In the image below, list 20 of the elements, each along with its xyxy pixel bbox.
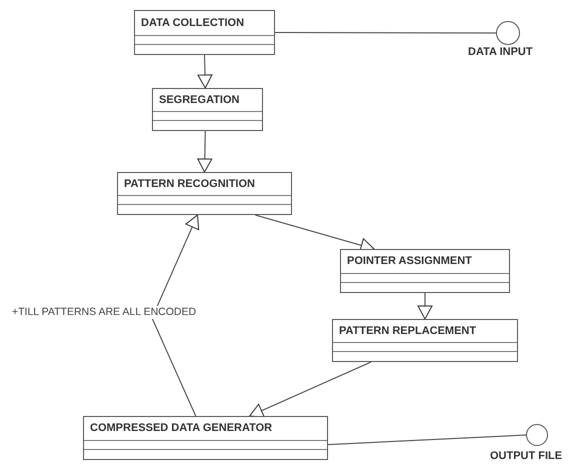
edge-label: +TILL PATTERNS ARE ALL ENCODED bbox=[12, 306, 196, 319]
class-box bbox=[152, 88, 263, 131]
class-name: SEGREGATION bbox=[159, 92, 240, 108]
connector-arrow bbox=[418, 292, 432, 320]
class-name: PATTERN REPLACEMENT bbox=[339, 324, 476, 339]
connector-arrow bbox=[249, 362, 372, 418]
connector-arrow bbox=[197, 54, 212, 88]
class-name: COMPRESSED DATA GENERATOR bbox=[90, 421, 272, 436]
connector-arrow bbox=[151, 214, 200, 416]
class-box bbox=[340, 249, 510, 293]
connector-arrow bbox=[197, 130, 212, 172]
class-box bbox=[332, 319, 518, 362]
class-box bbox=[83, 416, 328, 460]
class-name: POINTER ASSIGNMENT bbox=[347, 254, 472, 270]
node-caption: OUTPUT FILE bbox=[490, 450, 562, 463]
class-name: PATTERN RECOGNITION bbox=[124, 176, 255, 192]
node-caption: DATA INPUT bbox=[468, 46, 533, 59]
class-box bbox=[134, 10, 275, 55]
class-box bbox=[117, 172, 292, 215]
class-name: DATA COLLECTION bbox=[141, 16, 244, 31]
